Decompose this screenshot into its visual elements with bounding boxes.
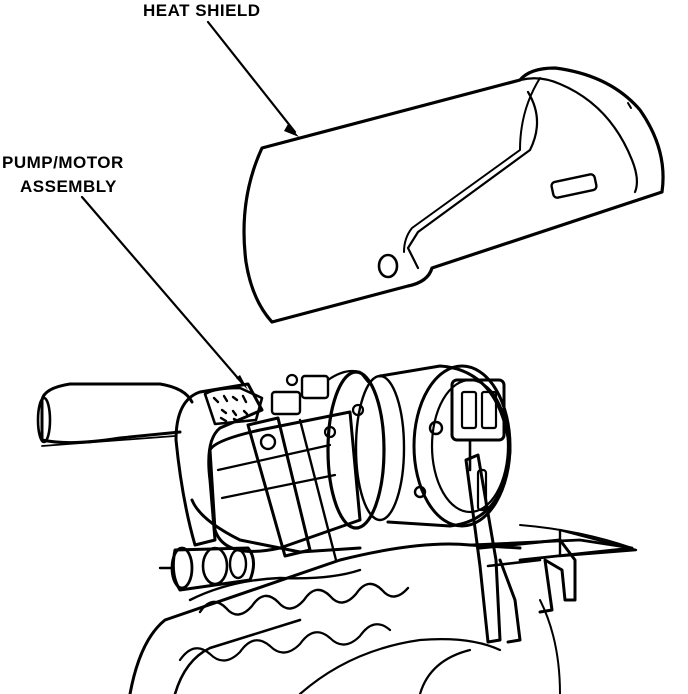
pump-motor-assembly bbox=[36, 364, 577, 644]
underbody-frame bbox=[128, 524, 634, 694]
heat-shield bbox=[242, 66, 665, 324]
frame-pointer bbox=[558, 528, 638, 558]
heat-shield-mount-hole bbox=[377, 253, 399, 279]
mounting-bracket bbox=[464, 453, 577, 644]
motor-connector bbox=[450, 378, 506, 472]
pump-motor-leader bbox=[80, 195, 248, 390]
pump-motor-label-line1: PUMP/MOTOR bbox=[2, 153, 124, 172]
heat-shield-slot bbox=[550, 173, 598, 199]
motor-end-cap bbox=[326, 370, 386, 530]
pump-motor-label-line2: ASSEMBLY bbox=[20, 177, 117, 196]
pump-lower-housing bbox=[158, 546, 255, 592]
heat-shield-label: HEAT SHIELD bbox=[143, 1, 261, 20]
heat-shield-leader bbox=[206, 20, 299, 137]
insulator-wrap bbox=[203, 386, 264, 426]
